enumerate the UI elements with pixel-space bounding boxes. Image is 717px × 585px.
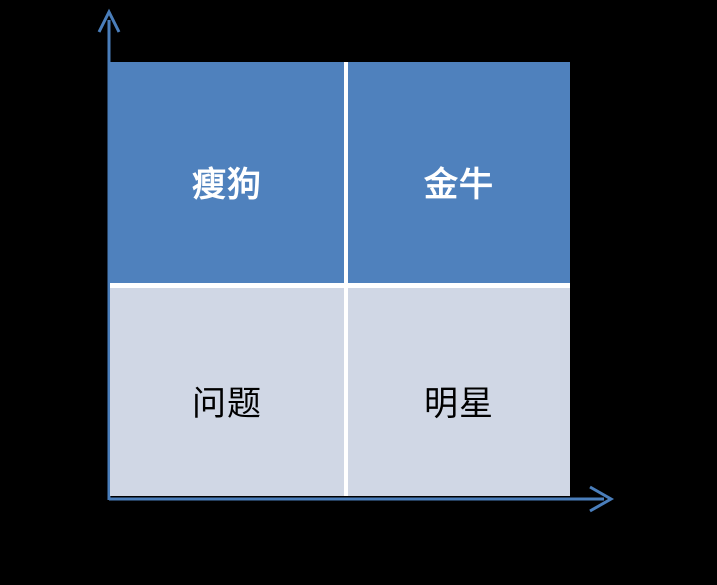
matrix-vertical-divider-bottom bbox=[344, 288, 348, 496]
matrix-horizontal-divider-left bbox=[110, 283, 344, 288]
quadrant-label: 问题 bbox=[192, 385, 262, 423]
quadrant-label: 金牛 bbox=[424, 165, 494, 204]
quadrant-top-left[interactable]: 瘦狗 bbox=[110, 62, 344, 283]
quadrant-bottom-right[interactable]: 明星 bbox=[348, 288, 570, 496]
bcg-matrix: 瘦狗 金牛 问题 明星 bbox=[110, 62, 570, 496]
matrix-horizontal-divider-right bbox=[348, 283, 570, 288]
quadrant-label: 瘦狗 bbox=[192, 165, 262, 204]
quadrant-top-right[interactable]: 金牛 bbox=[348, 62, 570, 283]
matrix-vertical-divider-top bbox=[344, 62, 348, 283]
quadrant-label: 明星 bbox=[424, 385, 494, 423]
matrix-divider-center bbox=[344, 283, 348, 288]
quadrant-bottom-left[interactable]: 问题 bbox=[110, 288, 344, 496]
